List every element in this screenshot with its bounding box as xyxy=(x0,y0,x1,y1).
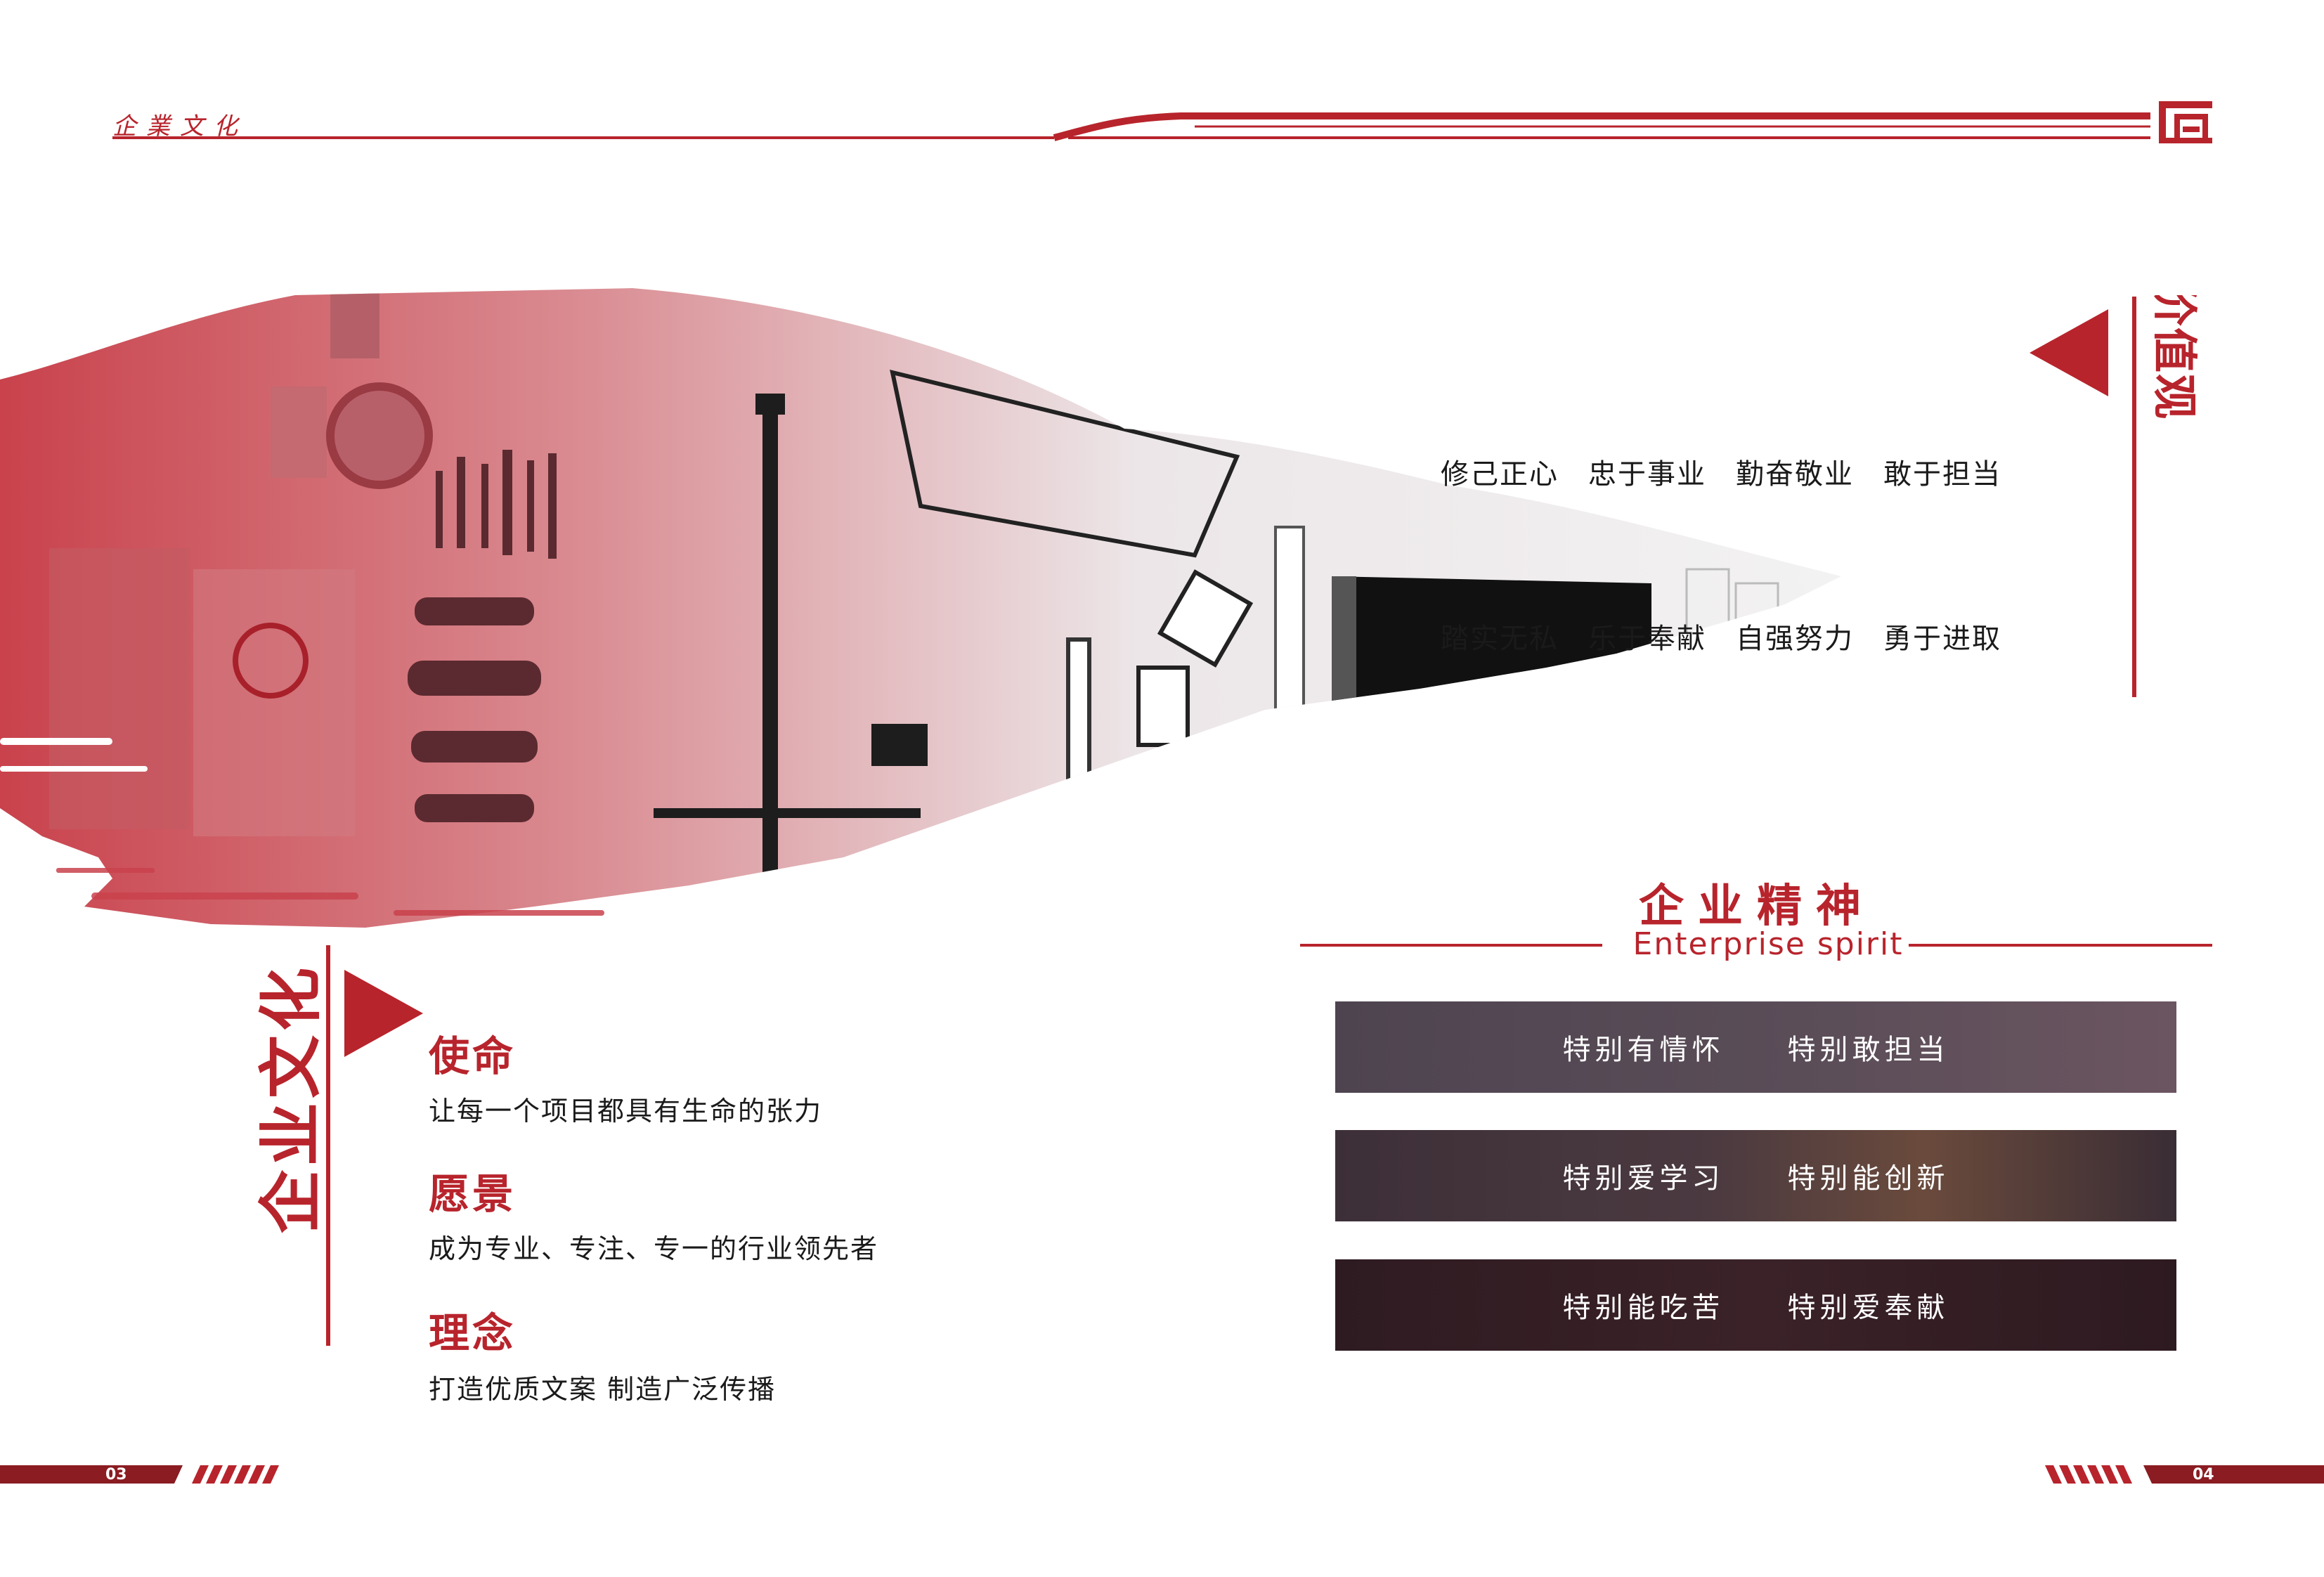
spirit-row: 特别能吃苦 特别爱奉献 xyxy=(1335,1259,2176,1351)
studio-photo xyxy=(0,288,1841,928)
spirit-item: 特别有情怀 xyxy=(1562,1034,1725,1066)
spirit-item: 特别爱学习 xyxy=(1562,1162,1725,1195)
spirit-title: 企业精神 xyxy=(1639,881,1875,933)
culture-divider xyxy=(326,945,330,1346)
culture-triangle-icon xyxy=(344,970,423,1057)
spirit-rule-right xyxy=(1909,944,2212,947)
spirit-item: 特别能创新 xyxy=(1787,1162,1949,1195)
core-values-text: 修己正心 忠于事业 勤奋敬业 敢于担当 踏实无私 乐于奉献 自强努力 勇于进取 xyxy=(1441,337,2001,721)
core-values-line: 修己正心 忠于事业 勤奋敬业 敢于担当 xyxy=(1441,458,2001,491)
spirit-item: 特别爱奉献 xyxy=(1787,1292,1949,1324)
vision-text: 成为专业、专注、专一的行业领先者 xyxy=(429,1233,879,1264)
footer-bars xyxy=(0,1465,2324,1484)
mission-heading: 使命 xyxy=(429,1032,517,1080)
core-values-line: 踏实无私 乐于奉献 自强努力 勇于进取 xyxy=(1441,623,2001,655)
page-number-left: 03 xyxy=(105,1466,127,1484)
spirit-subtitle: Enterprise spirit xyxy=(1632,926,1904,962)
spirit-item: 特别能吃苦 xyxy=(1562,1292,1725,1324)
page-number-right: 04 xyxy=(2193,1466,2214,1484)
header-rule xyxy=(112,112,2150,141)
values-divider xyxy=(2132,297,2136,697)
philosophy-heading: 理念 xyxy=(429,1309,517,1357)
spirit-rule-left xyxy=(1300,944,1602,947)
svg-text:企业文化: 企业文化 xyxy=(254,963,328,1233)
philosophy-text: 打造优质文案 制造广泛传播 xyxy=(429,1374,777,1405)
spirit-row: 特别有情怀 特别敢担当 xyxy=(1335,1001,2176,1093)
mission-text: 让每一个项目都具有生命的张力 xyxy=(429,1096,823,1127)
brand-logo-icon xyxy=(2159,101,2212,143)
spirit-item: 特别敢担当 xyxy=(1787,1034,1949,1066)
culture-title: 企业文化 xyxy=(254,963,328,1233)
brand-wordmark: 企業文化 xyxy=(112,112,247,141)
spirit-row: 特别爱学习 特别能创新 xyxy=(1335,1130,2176,1221)
values-triangle-icon xyxy=(2030,309,2108,396)
vision-heading: 愿景 xyxy=(429,1170,517,1218)
svg-text:价值观: 价值观 xyxy=(2148,295,2200,420)
core-values-title: 价值观 xyxy=(2148,295,2200,420)
